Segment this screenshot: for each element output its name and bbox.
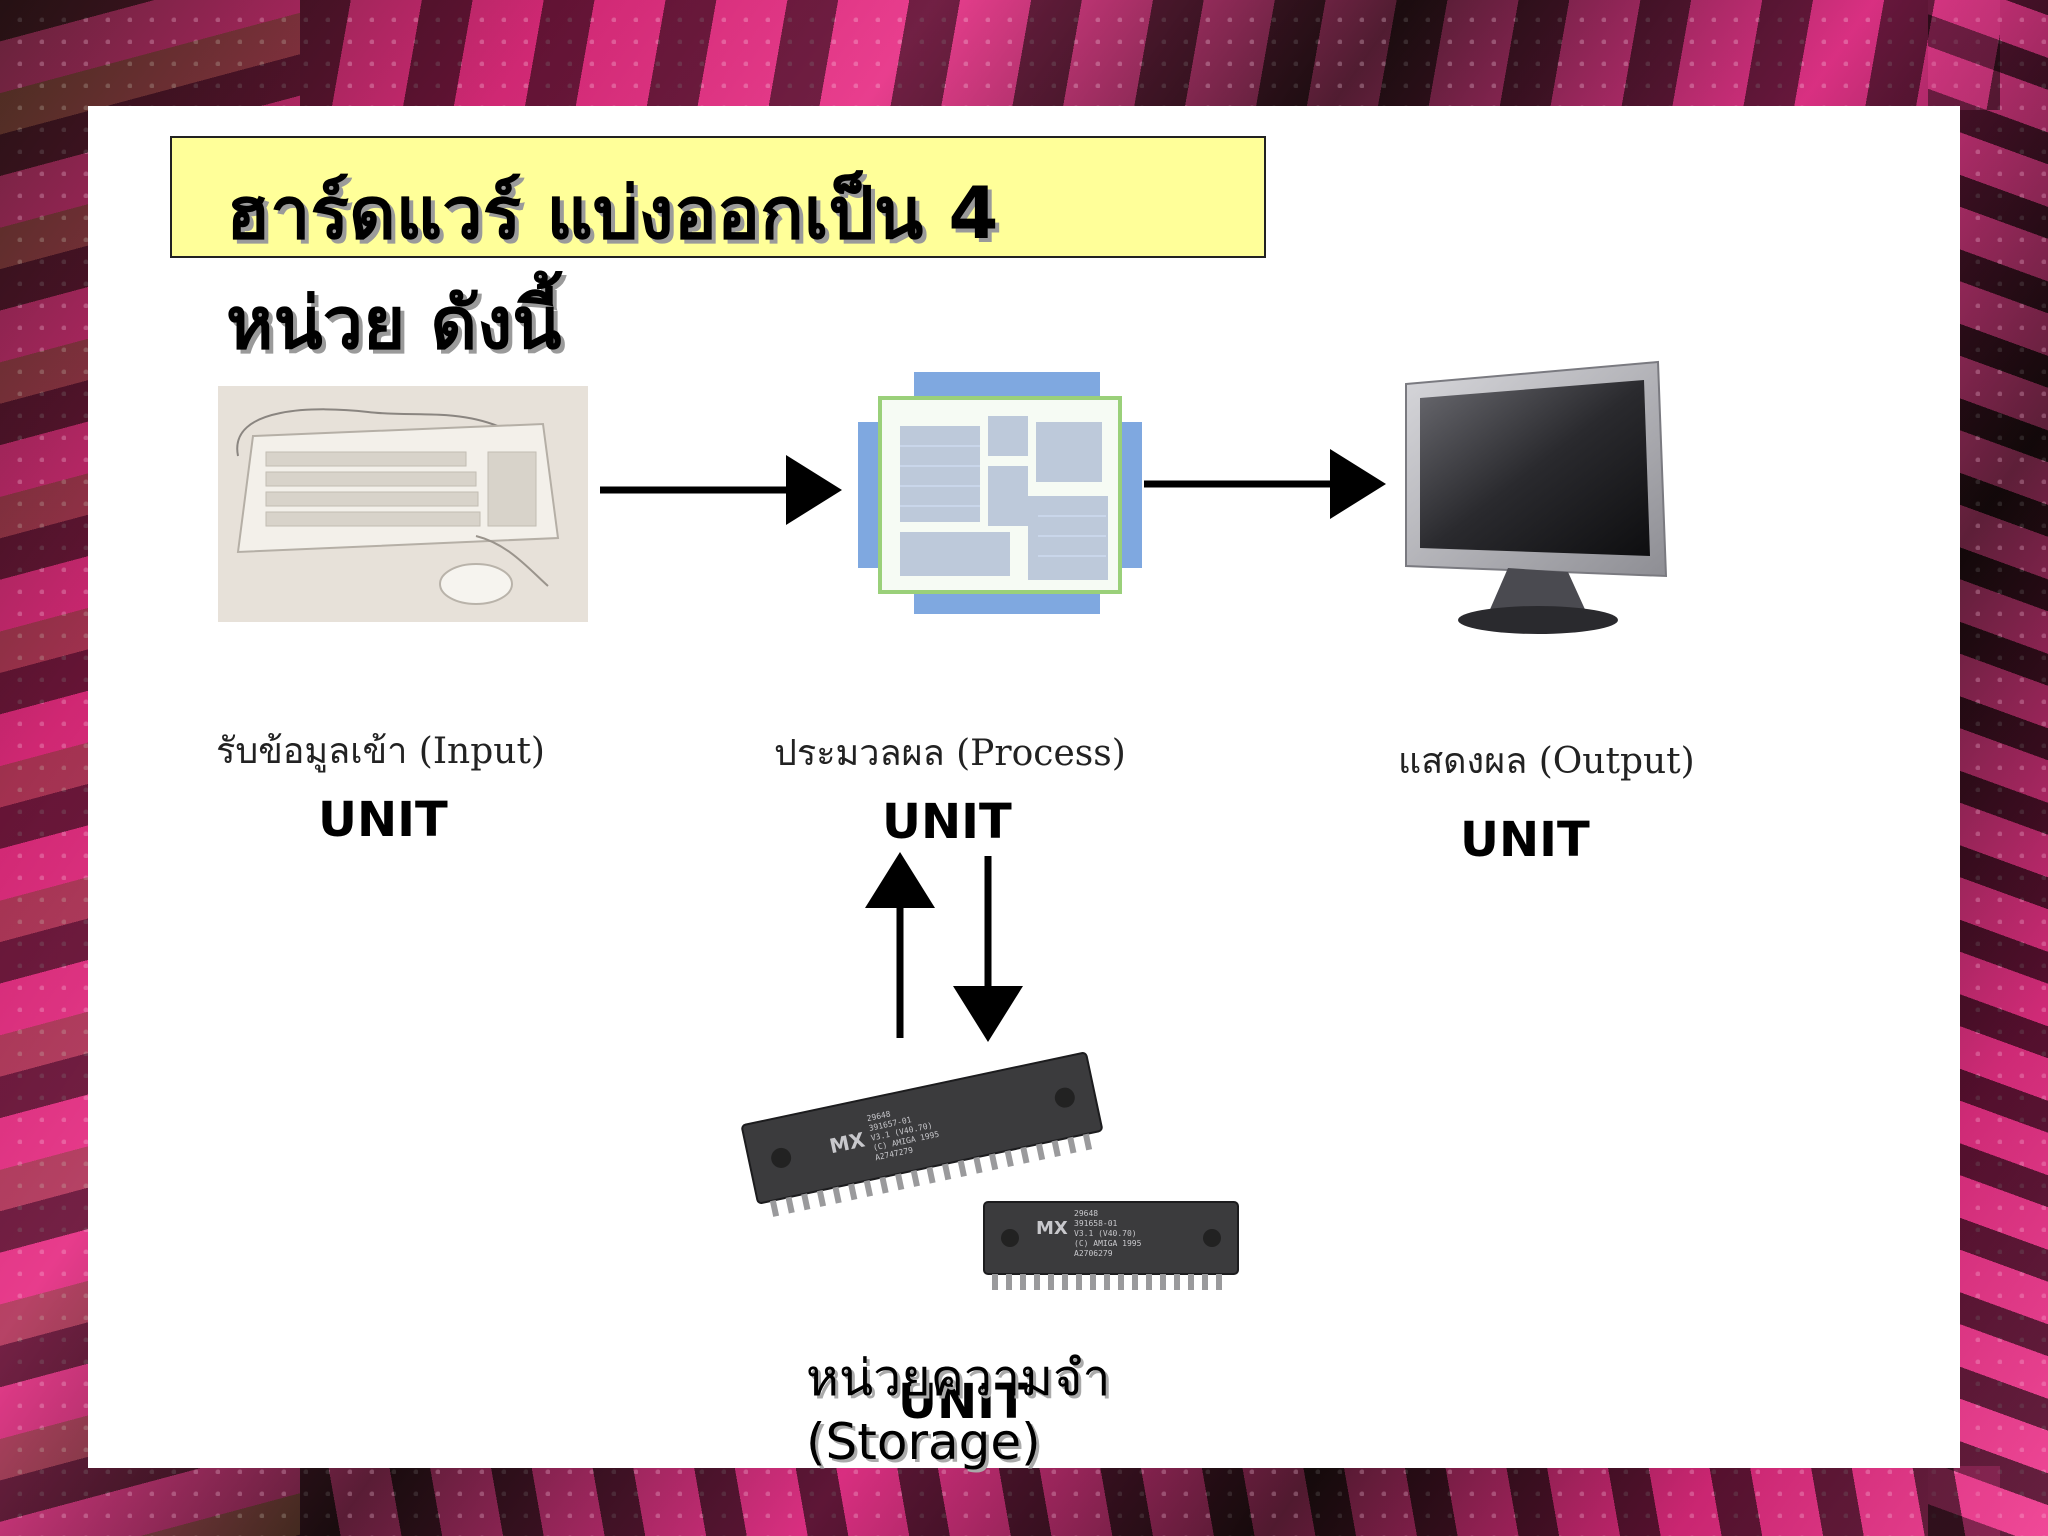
diagram-graphics: MX 29648 391657-01 V3.1 (V40.70) (C) AMI… xyxy=(218,360,1668,1290)
title-line-1: ฮาร์ดแวร์ แบ่งออกเป็น 4 xyxy=(226,171,999,255)
storage-label-line-2: (Storage) xyxy=(806,1413,1041,1471)
input-label: รับข้อมูลเข้า (Input) xyxy=(216,731,545,772)
chip2-line-2: 391658-01 xyxy=(1074,1219,1118,1228)
chip2-brand: MX xyxy=(1036,1218,1068,1239)
background-texture-top xyxy=(300,0,2000,110)
chip2-line-4: (C) AMIGA 1995 xyxy=(1074,1239,1142,1248)
process-unit-label: UNIT xyxy=(882,794,1012,850)
output-unit-label: UNIT xyxy=(1460,812,1590,868)
storage-unit-label: UNIT xyxy=(898,1374,1028,1430)
slide-canvas: ฮาร์ดแวร์ แบ่งออกเป็น 4 หน่วย ดังนี้ xyxy=(88,106,1960,1471)
background-texture-bottom xyxy=(300,1466,2000,1536)
storage-label: หน่วยความจำ (Storage) xyxy=(806,1346,1110,1474)
keyboard-mouse-icon xyxy=(218,386,588,622)
process-label: ประมวลผล (Process) xyxy=(774,733,1126,774)
slide-title: ฮาร์ดแวร์ แบ่งออกเป็น 4 หน่วย ดังนี้ xyxy=(226,158,1326,378)
title-line-2: หน่วย ดังนี้ xyxy=(226,281,562,365)
title-highlight-box xyxy=(170,136,1266,258)
chip2-line-3: V3.1 (V40.70) xyxy=(1074,1229,1137,1238)
cpu-chip-icon xyxy=(858,372,1142,614)
monitor-icon xyxy=(1405,360,1668,634)
memory-chips-icon: MX 29648 391657-01 V3.1 (V40.70) (C) AMI… xyxy=(741,1052,1239,1290)
chip2-line-5: A2706279 xyxy=(1074,1249,1113,1258)
input-unit-label: UNIT xyxy=(318,792,448,848)
chip2-line-1: 29648 xyxy=(1074,1209,1098,1218)
output-label: แสดงผล (Output) xyxy=(1398,741,1695,782)
storage-label-line-1: หน่วยความจำ xyxy=(806,1349,1111,1407)
